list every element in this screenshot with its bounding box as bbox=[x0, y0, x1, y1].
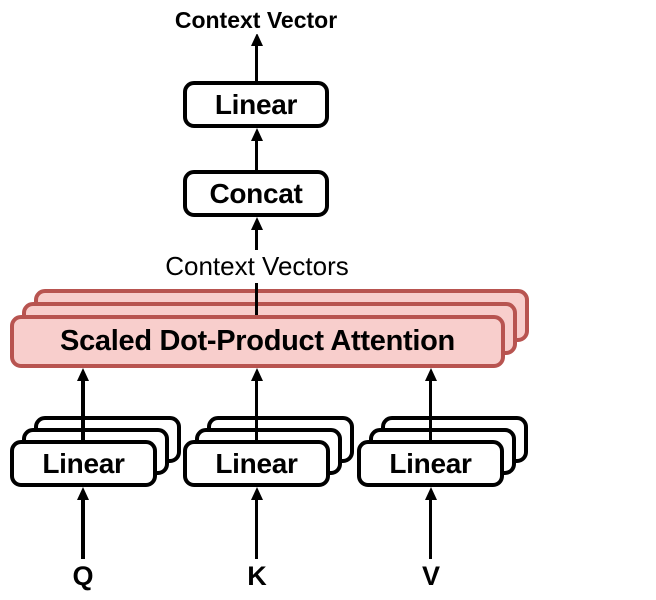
input-label-v: V bbox=[418, 560, 444, 592]
arrow-q-linear-to-attention-line bbox=[81, 380, 85, 442]
attention-box-front: Scaled Dot-Product Attention bbox=[10, 315, 505, 368]
arrow-v-linear-to-attention-head bbox=[424, 368, 437, 381]
input-label-k: K bbox=[244, 560, 270, 592]
arrow-concat-to-linear-line bbox=[254, 140, 259, 171]
arrow-v-linear-to-attention-line bbox=[428, 380, 433, 442]
arrow-k-linear-to-attention-head bbox=[250, 368, 263, 381]
arrow-v-to-linear-line bbox=[428, 499, 433, 559]
arrow-q-linear-to-attention-head bbox=[77, 368, 89, 381]
context-vectors-label: Context Vectors bbox=[159, 250, 355, 283]
arrow-v-to-linear-head bbox=[424, 487, 437, 500]
arrow-attention-to-concat-head bbox=[250, 217, 263, 230]
arrow-k-linear-to-attention-line bbox=[254, 380, 259, 442]
linear-stack-k-front: Linear bbox=[183, 440, 330, 487]
arrow-q-to-linear-head bbox=[77, 487, 89, 500]
arrow-k-to-linear-line bbox=[254, 499, 259, 559]
arrow-linear-to-output-line bbox=[254, 45, 259, 82]
concat-box: Concat bbox=[183, 170, 329, 217]
linear-stack-v-front: Linear bbox=[357, 440, 504, 487]
input-label-q: Q bbox=[70, 560, 96, 592]
linear-stack-q-front: Linear bbox=[10, 440, 157, 487]
output-label: Context Vector bbox=[163, 6, 349, 34]
arrow-linear-to-output-head bbox=[250, 33, 263, 46]
final-linear-box: Linear bbox=[183, 81, 329, 128]
arrow-q-to-linear-line bbox=[81, 499, 85, 559]
arrow-concat-to-linear-head bbox=[250, 128, 263, 141]
arrow-k-to-linear-head bbox=[250, 487, 263, 500]
